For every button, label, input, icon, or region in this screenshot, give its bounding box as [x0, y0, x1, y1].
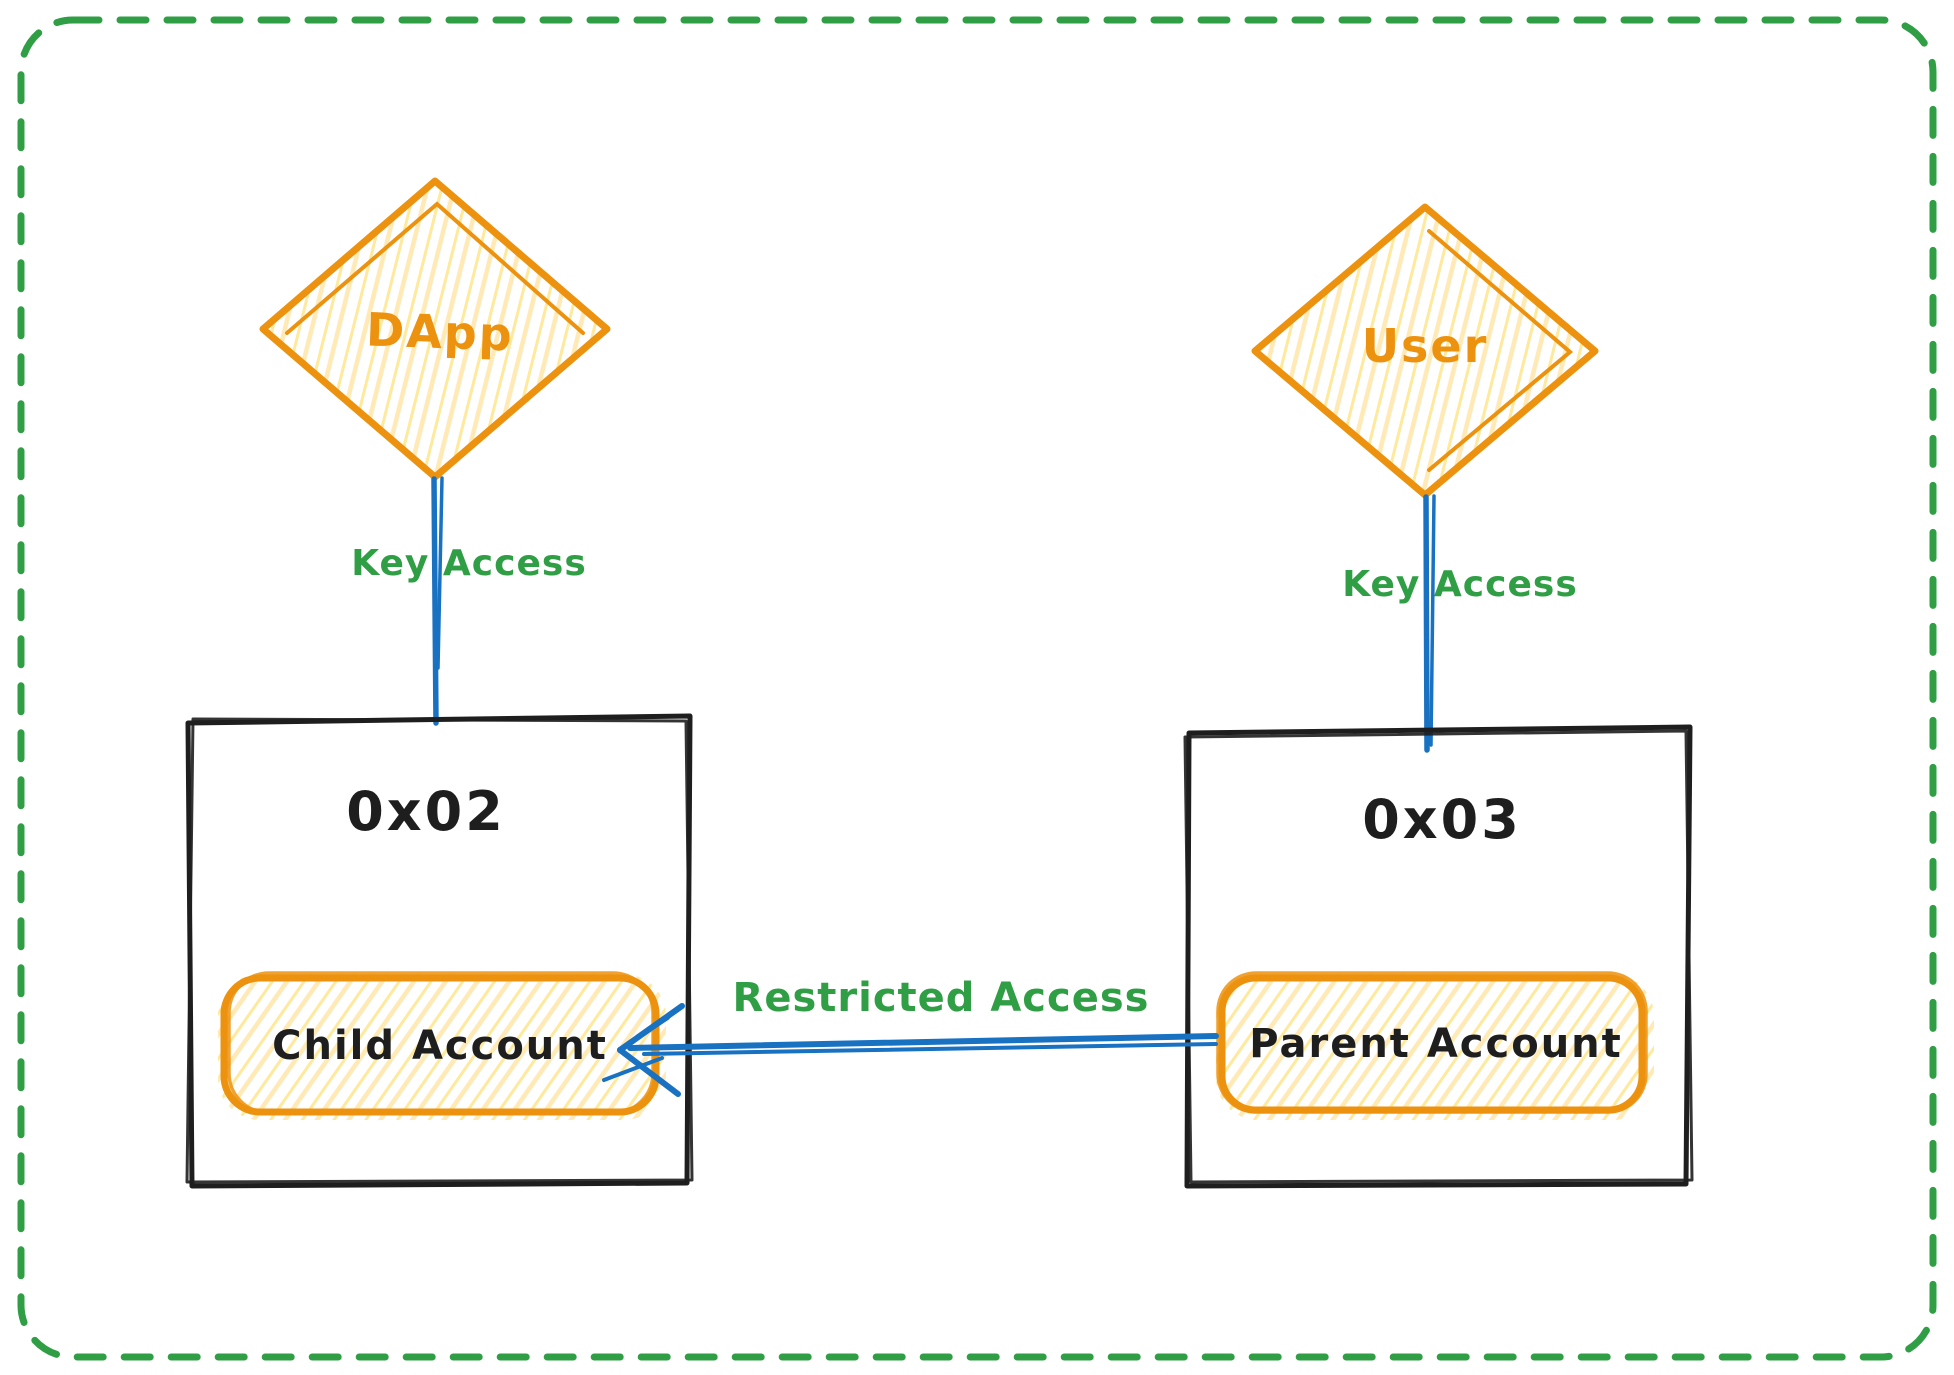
dapp-label: DApp	[365, 302, 515, 362]
key-access-label-left: Key Access	[351, 543, 587, 584]
account-0x02-sketch-outline	[185, 717, 694, 1184]
restricted-arrowhead-upper-sketch	[624, 1016, 670, 1048]
child-account-fill	[218, 974, 666, 1120]
parent-account-sketch-outline	[1216, 971, 1648, 1114]
dapp-connector-sketch-line	[436, 476, 444, 670]
parent-account-label: Parent Account	[1249, 1021, 1623, 1067]
key-access-label-right: Key Access	[1342, 564, 1578, 605]
account-0x02-label: 0x02	[346, 780, 506, 843]
parent-account-outline	[1218, 974, 1646, 1114]
child-account-label: Child Account	[272, 1023, 608, 1069]
dapp-connector-line	[431, 476, 439, 726]
parent-account-pill	[1216, 971, 1654, 1120]
restricted-access-label: Restricted Access	[732, 975, 1150, 1021]
user-connector-line	[1423, 494, 1430, 753]
dapp-diamond-sketch-line	[285, 201, 585, 335]
child-account-sketch-outline	[227, 971, 655, 1115]
dapp-key-access-connector	[431, 476, 444, 726]
restricted-access-arrow	[602, 1003, 1219, 1097]
user-label: User	[1361, 319, 1489, 373]
account-0x02-box	[185, 713, 694, 1189]
user-key-access-connector	[1423, 494, 1436, 753]
canvas-dashed-border	[17, 16, 1937, 1361]
restricted-arrowhead-lower	[617, 1047, 681, 1097]
parent-account-fill	[1216, 974, 1654, 1120]
user-diamond-sketch-line	[1427, 229, 1574, 472]
user-connector-sketch-line	[1429, 494, 1436, 747]
account-0x02-outline	[185, 713, 693, 1189]
restricted-arrow-sketch-line	[642, 1042, 1218, 1056]
account-0x03-label: 0x03	[1362, 788, 1522, 851]
restricted-arrowhead-lower-sketch	[602, 1056, 664, 1082]
restricted-arrow-line	[627, 1033, 1219, 1051]
